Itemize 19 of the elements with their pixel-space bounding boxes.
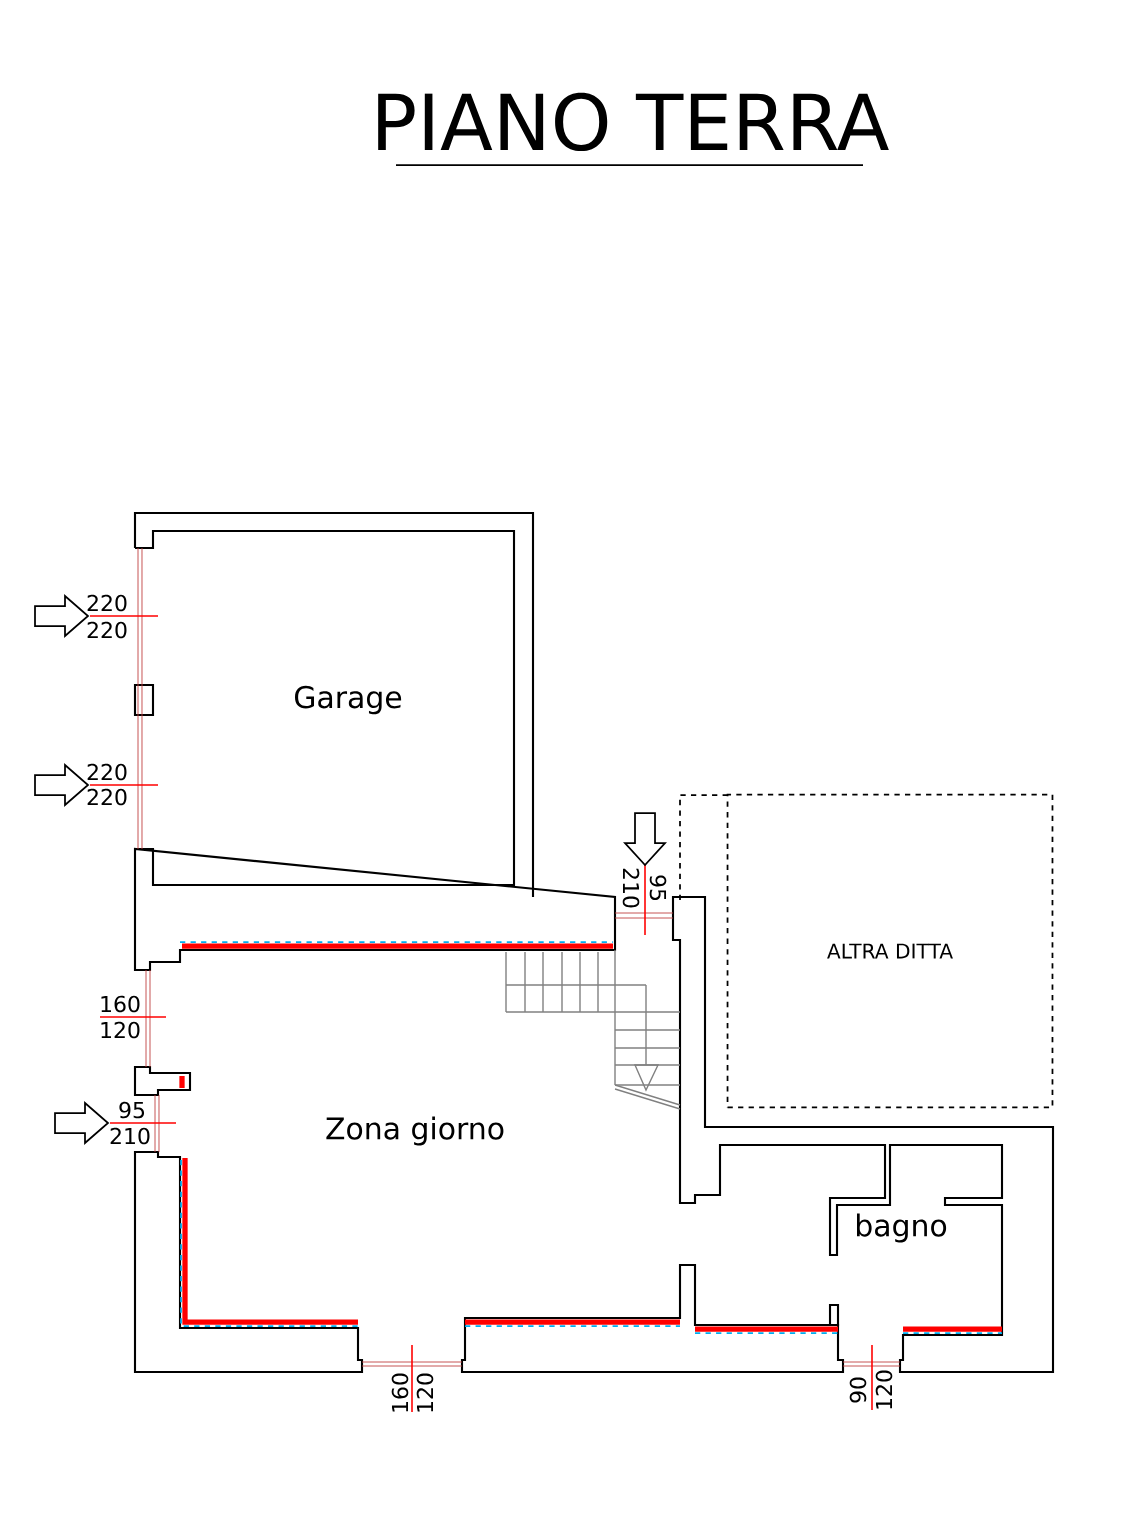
- room-label: Garage: [295, 685, 402, 715]
- dimension-label: 120: [101, 1021, 140, 1039]
- dimension-label: 95: [649, 875, 667, 901]
- dimension-label: 220: [87, 763, 127, 781]
- dimension-label: 220: [87, 788, 127, 806]
- dashed-area: ALTRA DITTA: [726, 793, 1054, 1109]
- dimension-label: 220: [87, 594, 127, 612]
- dimension-label: 160: [391, 1373, 409, 1412]
- room-label: Zona giorno: [326, 1116, 504, 1146]
- dimension-label: 220: [87, 621, 127, 639]
- dimension-label: 160: [101, 995, 140, 1013]
- dimension-label: 95: [119, 1101, 145, 1119]
- dimension-label: 90: [849, 1377, 867, 1403]
- dimension-label: 120: [416, 1373, 434, 1412]
- dimension-label: 120: [875, 1370, 893, 1409]
- title: PIANO TERRA: [378, 92, 889, 152]
- room-label: bagno: [857, 1213, 947, 1243]
- dimension-label: 210: [622, 868, 640, 908]
- dimension-label: 210: [110, 1127, 150, 1145]
